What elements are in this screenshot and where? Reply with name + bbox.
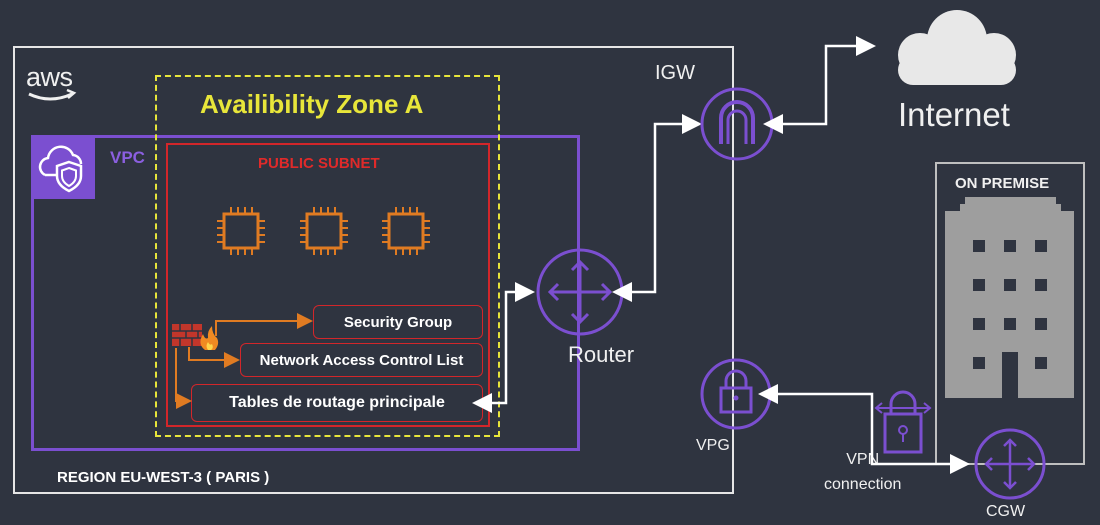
arrow-to-nacl <box>188 347 240 368</box>
nacl-label: Network Access Control List <box>259 351 464 369</box>
region-label: REGION EU-WEST-3 ( PARIS ) <box>57 469 270 486</box>
router-icon <box>536 248 624 336</box>
cloud-icon <box>898 10 1016 85</box>
vpn-label-line2: connection <box>824 476 902 493</box>
router-igw-link <box>612 114 702 302</box>
availability-zone-boundary <box>155 75 500 437</box>
cgw-label: CGW <box>986 503 1026 520</box>
vpn-lock-icon <box>874 390 932 454</box>
vpc-icon-tile <box>31 135 95 199</box>
firewall-icon <box>172 324 219 350</box>
vpc-shield-icon <box>38 145 83 193</box>
route-table-label: Tables de routage principale <box>229 394 445 411</box>
aws-logo-text: aws <box>26 62 73 92</box>
region-boundary <box>13 46 734 494</box>
router-label: Router <box>568 342 635 367</box>
arrow-to-security-group <box>215 313 313 336</box>
ec2-chip-icon-2 <box>298 205 350 257</box>
on-premise-label: ON PREMISE <box>955 175 1050 192</box>
igw-icon <box>700 87 774 161</box>
building-icon <box>945 197 1074 398</box>
arrow-to-route-table <box>175 348 192 409</box>
availability-zone-title: Availibility Zone A <box>200 89 424 119</box>
vpg-cgw-link <box>758 384 970 474</box>
igw-label: IGW <box>655 62 695 84</box>
vpc-label: VPC <box>110 148 145 167</box>
security-group-label: Security Group <box>343 313 453 331</box>
ec2-chip-icon-1 <box>215 205 267 257</box>
igw-internet-link <box>763 36 876 134</box>
route-table-router-link <box>472 282 535 413</box>
vpg-label: VPG <box>696 437 730 454</box>
cgw-router-icon <box>974 428 1046 500</box>
internet-label: Internet <box>898 96 1010 133</box>
ec2-chip-icon-3 <box>380 205 432 257</box>
vpg-lock-icon <box>700 358 772 430</box>
public-subnet-title: PUBLIC SUBNET <box>258 155 380 172</box>
